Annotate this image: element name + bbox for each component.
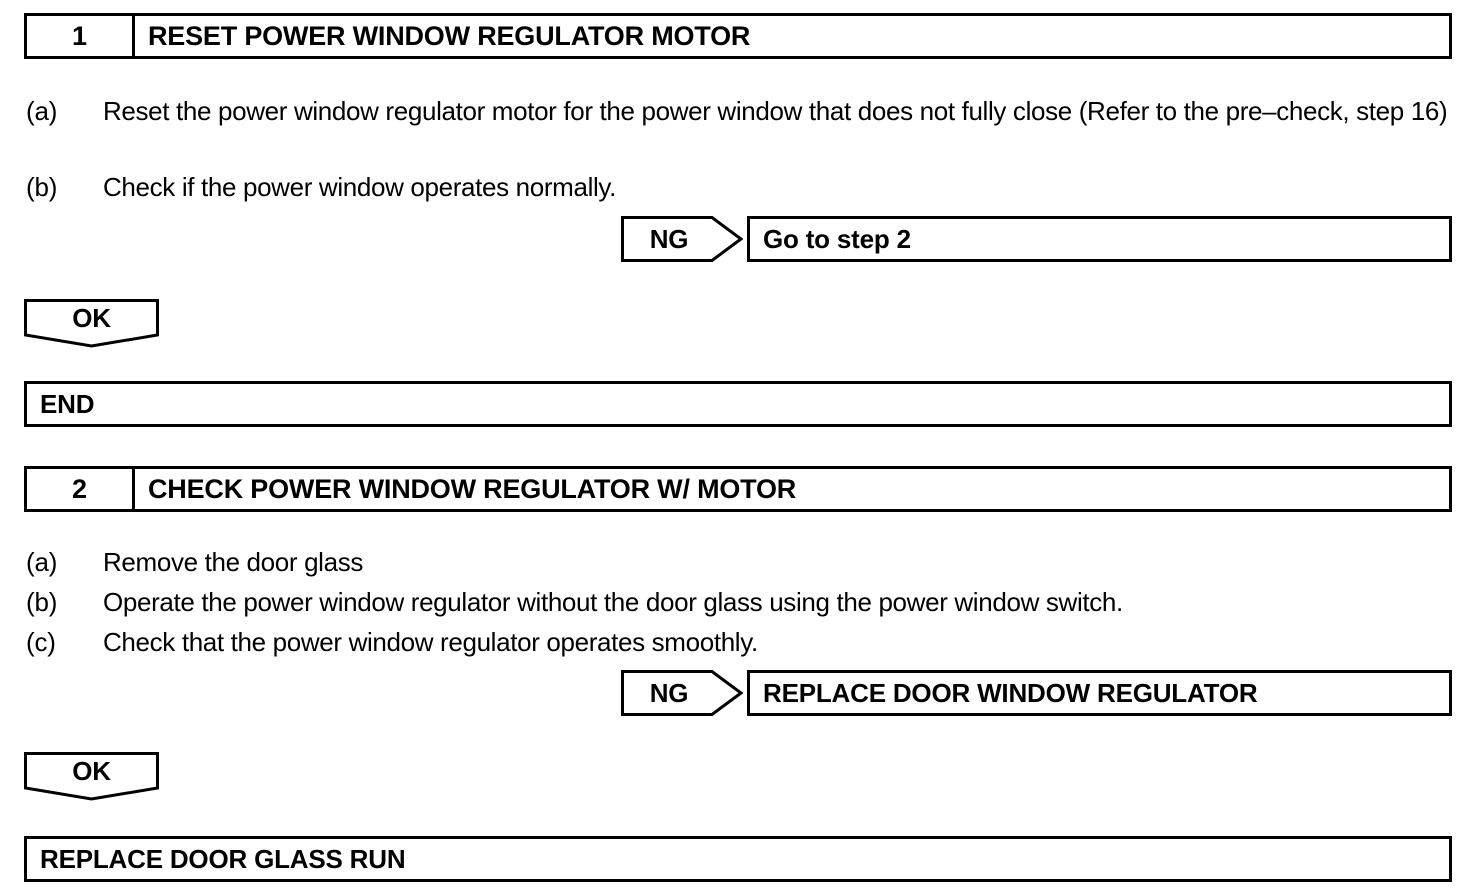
ng-result-box-2: REPLACE DOOR WINDOW REGULATOR (747, 670, 1452, 716)
instruction-item: (b) Operate the power window regulator w… (26, 583, 1452, 621)
ng-result-box-1: Go to step 2 (747, 216, 1452, 262)
ng-branch-tab-1: NG (621, 216, 743, 262)
instruction-label: (b) (26, 172, 58, 202)
instruction-item: (b) Check if the power window operates n… (26, 168, 1452, 206)
ok-arrow-icon (24, 299, 159, 348)
instruction-label: (c) (26, 627, 56, 657)
step-title-1: RESET POWER WINDOW REGULATOR MOTOR (148, 20, 751, 51)
instruction-text: Remove the door glass (103, 547, 364, 577)
ng-label: NG (649, 677, 689, 708)
ok-label: OK (72, 302, 111, 333)
instruction-label: (a) (26, 547, 58, 577)
ok-label: OK (72, 755, 111, 786)
ok-arrow-icon (24, 752, 159, 801)
step-number-1: 1 (27, 16, 135, 56)
ok-branch-tab-1: OK (24, 299, 159, 348)
instruction-label: (b) (26, 587, 58, 617)
instruction-item: (c) Check that the power window regulato… (26, 623, 1452, 661)
instruction-text: Check if the power window operates norma… (103, 172, 617, 202)
ng-arrow-icon (621, 670, 743, 716)
step-header-2: 2 CHECK POWER WINDOW REGULATOR W/ MOTOR (24, 466, 1452, 512)
instruction-item: (a) Remove the door glass (26, 543, 1452, 581)
instruction-text: Reset the power window regulator motor f… (103, 96, 1448, 126)
step-header-1: 1 RESET POWER WINDOW REGULATOR MOTOR (24, 13, 1452, 59)
ng-branch-tab-2: NG (621, 670, 743, 716)
instruction-label: (a) (26, 96, 58, 126)
ng-label: NG (649, 223, 689, 254)
step-title-2: CHECK POWER WINDOW REGULATOR W/ MOTOR (148, 473, 797, 504)
instruction-text: Operate the power window regulator witho… (103, 587, 1123, 617)
ok-result-box-1: END (24, 381, 1452, 427)
ok-branch-tab-2: OK (24, 752, 159, 801)
instruction-text: Check that the power window regulator op… (103, 627, 758, 657)
ok-result-box-2: REPLACE DOOR GLASS RUN (24, 836, 1452, 882)
step-number-2: 2 (27, 469, 135, 509)
instruction-item: (a) Reset the power window regulator mot… (26, 92, 1452, 130)
ng-arrow-icon (621, 216, 743, 262)
